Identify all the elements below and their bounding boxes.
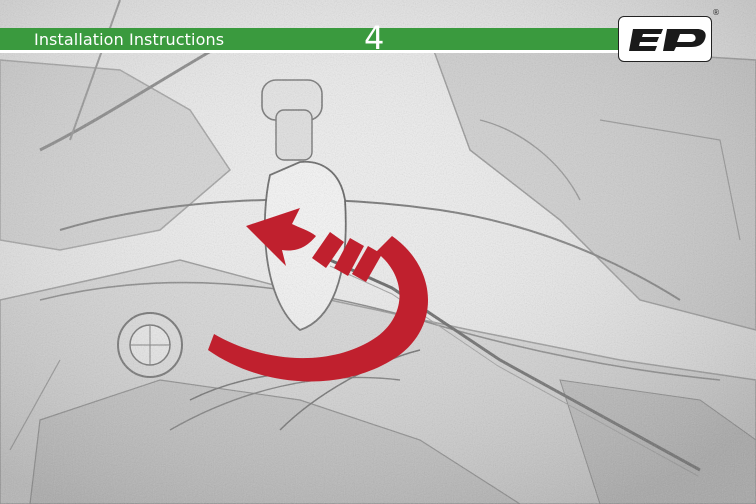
registered-mark: ® (712, 8, 720, 17)
header-title: Installation Instructions (34, 30, 224, 50)
ep-logo-icon (619, 17, 713, 63)
step-number: 4 (364, 20, 384, 56)
brand-logo (618, 16, 712, 62)
